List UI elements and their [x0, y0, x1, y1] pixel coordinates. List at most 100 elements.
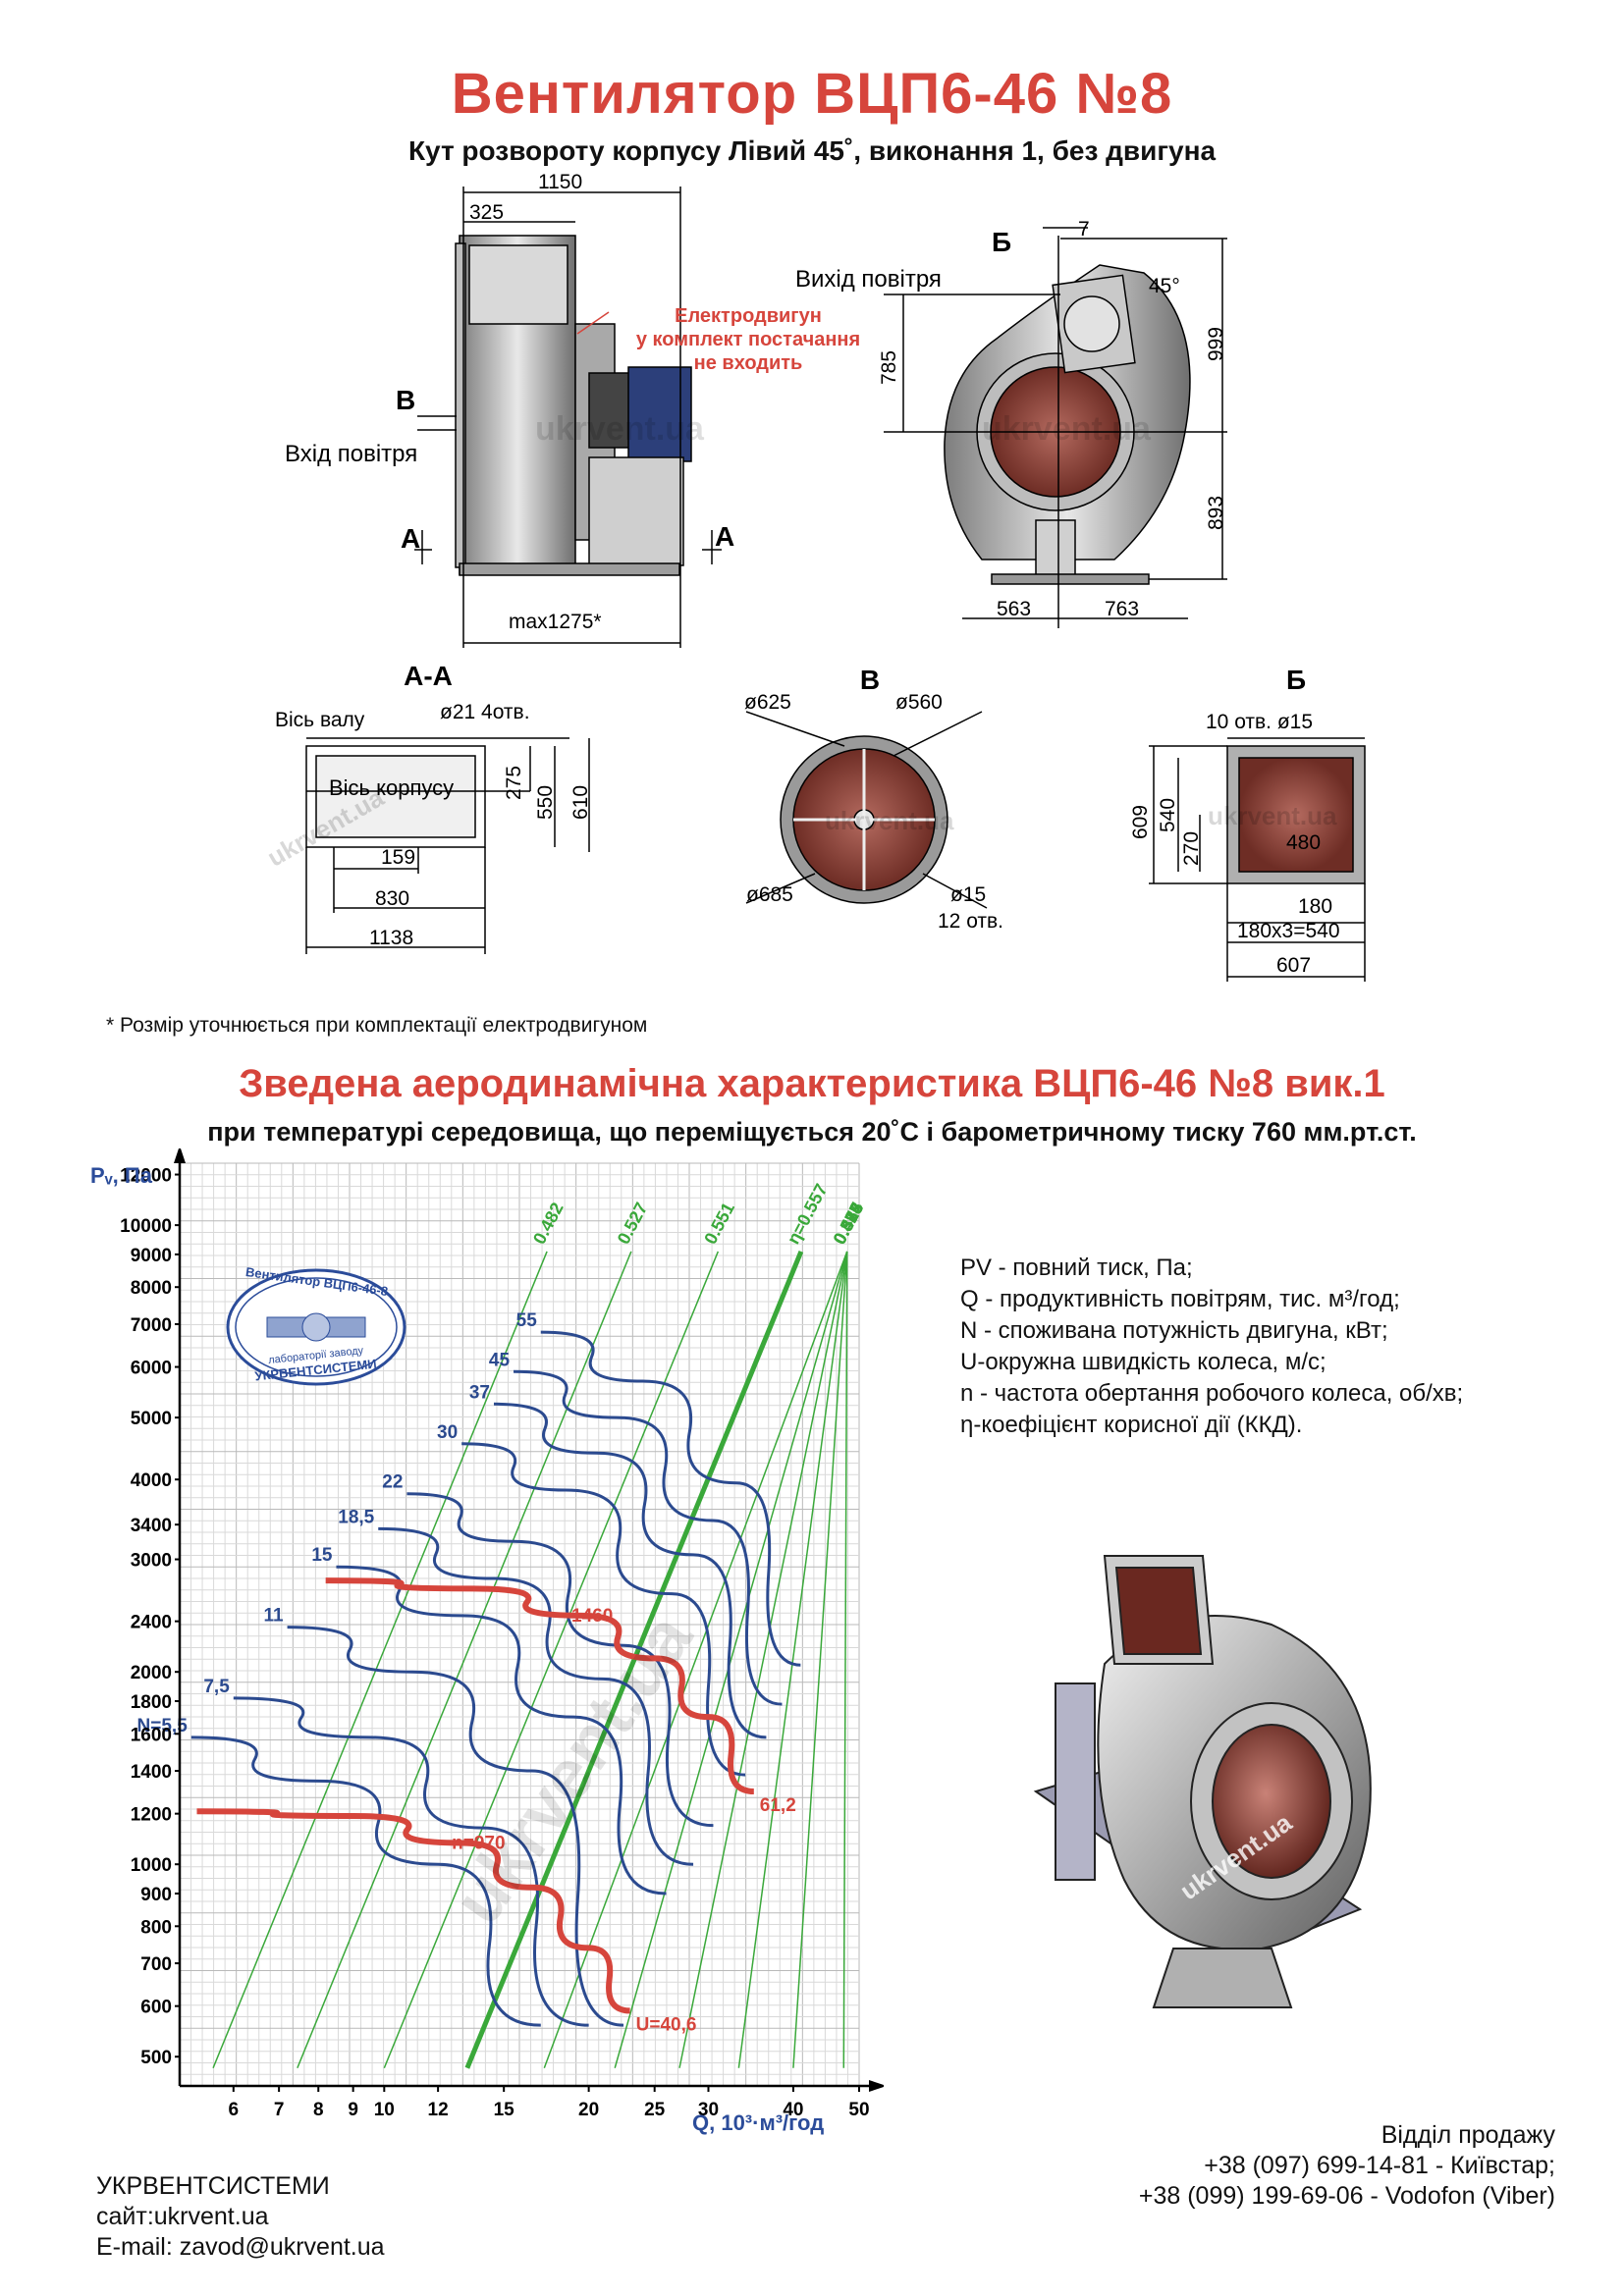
- watermark-section-b: ukrvent.ua: [1208, 801, 1337, 830]
- dim-609: 609: [1129, 805, 1152, 839]
- section-b-title: Б: [1286, 665, 1306, 695]
- legend: PV - повний тиск, Па; Q - продуктивність…: [960, 1253, 1463, 1441]
- dim-270: 270: [1180, 831, 1203, 866]
- watermark-side: ukrvent.ua: [535, 410, 705, 448]
- dim-max1275: max1275*: [509, 611, 602, 633]
- power-curve: [287, 1626, 624, 2027]
- x-tick-label: 6: [229, 2100, 240, 2120]
- efficiency-line: [543, 1251, 848, 2069]
- dim-159: 159: [381, 846, 415, 869]
- motor-note-line3: не входить: [694, 352, 803, 374]
- power-curve-label: 11: [263, 1606, 284, 1627]
- power-curve: [406, 1492, 714, 1828]
- power-curve: [540, 1330, 801, 1667]
- power-curve-label: 37: [469, 1382, 490, 1403]
- y-tick-label: 500: [140, 2048, 172, 2068]
- dim-550: 550: [534, 785, 557, 820]
- dim-540: 540: [1157, 798, 1179, 832]
- speed-curve-label: n=970: [452, 1833, 505, 1853]
- y-tick-label: 1800: [131, 1692, 172, 1713]
- power-curve-label: 7,5: [203, 1677, 230, 1697]
- y-tick-label: 8000: [131, 1278, 172, 1299]
- y-tick-label: 1400: [131, 1762, 172, 1783]
- y-tick-label: 5000: [131, 1409, 172, 1429]
- shaft-axis-label: Вісь валу: [275, 709, 365, 731]
- footer-company: УКРВЕНТСИСТЕМИ сайт:ukrvent.ua E-mail: z…: [96, 2171, 385, 2263]
- company-name: УКРВЕНТСИСТЕМИ: [96, 2172, 330, 2200]
- motor-note-line2: у комплект постачання: [636, 329, 860, 350]
- y-tick-label: 800: [140, 1917, 172, 1938]
- company-site[interactable]: сайт:ukrvent.ua: [96, 2203, 269, 2230]
- air-outlet-label: Вихід повітря: [795, 266, 942, 293]
- dim-d625: ø625: [744, 691, 791, 714]
- efficiency-label: 0.482: [529, 1200, 568, 1248]
- y-tick-label: 6000: [131, 1359, 172, 1379]
- x-tick-label: 7: [274, 2100, 285, 2120]
- view-b-marker: Б: [992, 227, 1011, 257]
- company-email[interactable]: E-mail: zavod@ukrvent.ua: [96, 2233, 385, 2261]
- sales-phone-1[interactable]: +38 (097) 699-14-81 - Київстар;: [1204, 2152, 1555, 2179]
- power-curve: [514, 1369, 783, 1706]
- dim-785: 785: [878, 350, 900, 385]
- power-curve-label: 15: [311, 1545, 333, 1566]
- dim-d560: ø560: [895, 691, 943, 714]
- dim-763: 763: [1105, 598, 1139, 620]
- y-tick-label: 700: [140, 1954, 172, 1975]
- x-tick-label: 40: [783, 2100, 803, 2120]
- y-tick-label: 12000: [120, 1166, 172, 1187]
- dim-d15: ø15: [950, 883, 986, 906]
- section-aa-title: А-А: [404, 661, 453, 691]
- dim-999: 999: [1205, 327, 1227, 361]
- efficiency-line: [842, 1251, 848, 2068]
- power-curve-label: 30: [437, 1422, 458, 1443]
- power-curve-label: 55: [516, 1310, 538, 1331]
- side-view: [414, 187, 722, 648]
- technical-drawings: ukrvent.ua ukrvent.ua ukrvent.ua ukrvent…: [262, 171, 1366, 982]
- power-curve: [461, 1442, 746, 1777]
- legend-n: N - споживана потужність двигуна, кВт;: [960, 1317, 1388, 1344]
- x-tick-label: 10: [374, 2100, 395, 2120]
- power-curve: [378, 1526, 694, 1866]
- efficiency-label: η=0.557: [784, 1181, 832, 1248]
- y-tick-label: 1600: [131, 1725, 172, 1745]
- section-v-drawing: [745, 711, 988, 909]
- dim-830: 830: [375, 887, 409, 910]
- x-tick-label: 25: [644, 2100, 666, 2120]
- x-tick-label: 20: [578, 2100, 599, 2120]
- efficiency-label: 0.324: [830, 1200, 868, 1248]
- x-tick-label: 9: [348, 2100, 358, 2120]
- y-axis-arrow: [174, 1148, 186, 1163]
- motor-note-line1: Електродвигун: [675, 305, 822, 327]
- efficiency-line: [464, 1250, 804, 2069]
- dim-180x3: 180x3=540: [1237, 920, 1340, 942]
- section-a-marker-right: А: [715, 521, 734, 552]
- dim-563: 563: [997, 598, 1031, 620]
- efficiency-label: 0.551: [700, 1200, 738, 1248]
- y-tick-label: 10000: [120, 1216, 172, 1237]
- view-v-marker: В: [396, 385, 415, 415]
- efficiency-line: [212, 1251, 548, 2069]
- y-tick-label: 9000: [131, 1246, 172, 1266]
- dim-480: 480: [1286, 831, 1321, 854]
- fan-3d-illustration: ukrvent.ua: [1033, 1555, 1372, 2008]
- x-tick-label: 12: [428, 2100, 449, 2120]
- chart-subheading: при температурі середовища, що переміщує…: [207, 1117, 1417, 1147]
- y-tick-label: 7000: [131, 1315, 172, 1336]
- watermark-front: ukrvent.ua: [982, 410, 1152, 448]
- holes-v-label: 12 отв.: [938, 910, 1003, 933]
- efficiency-line: [678, 1251, 848, 2068]
- chart-heading: Зведена аеродинамічна характеристика ВЦП…: [239, 1062, 1385, 1105]
- document-title: Вентилятор ВЦП6-46 №8: [451, 62, 1173, 126]
- y-tick-label: 4000: [131, 1470, 172, 1491]
- speed-curve-end-label: 61,2: [760, 1795, 796, 1816]
- holes-aa-label: ø21 4отв.: [440, 701, 530, 723]
- dim-275: 275: [503, 766, 525, 800]
- x-tick-label: 30: [698, 2100, 719, 2120]
- dim-893: 893: [1205, 496, 1227, 530]
- section-aa-drawing: [305, 737, 590, 954]
- dim-1150: 1150: [538, 171, 582, 193]
- sales-phone-2[interactable]: +38 (099) 199-69-06 - Vodofon (Viber): [1138, 2182, 1555, 2210]
